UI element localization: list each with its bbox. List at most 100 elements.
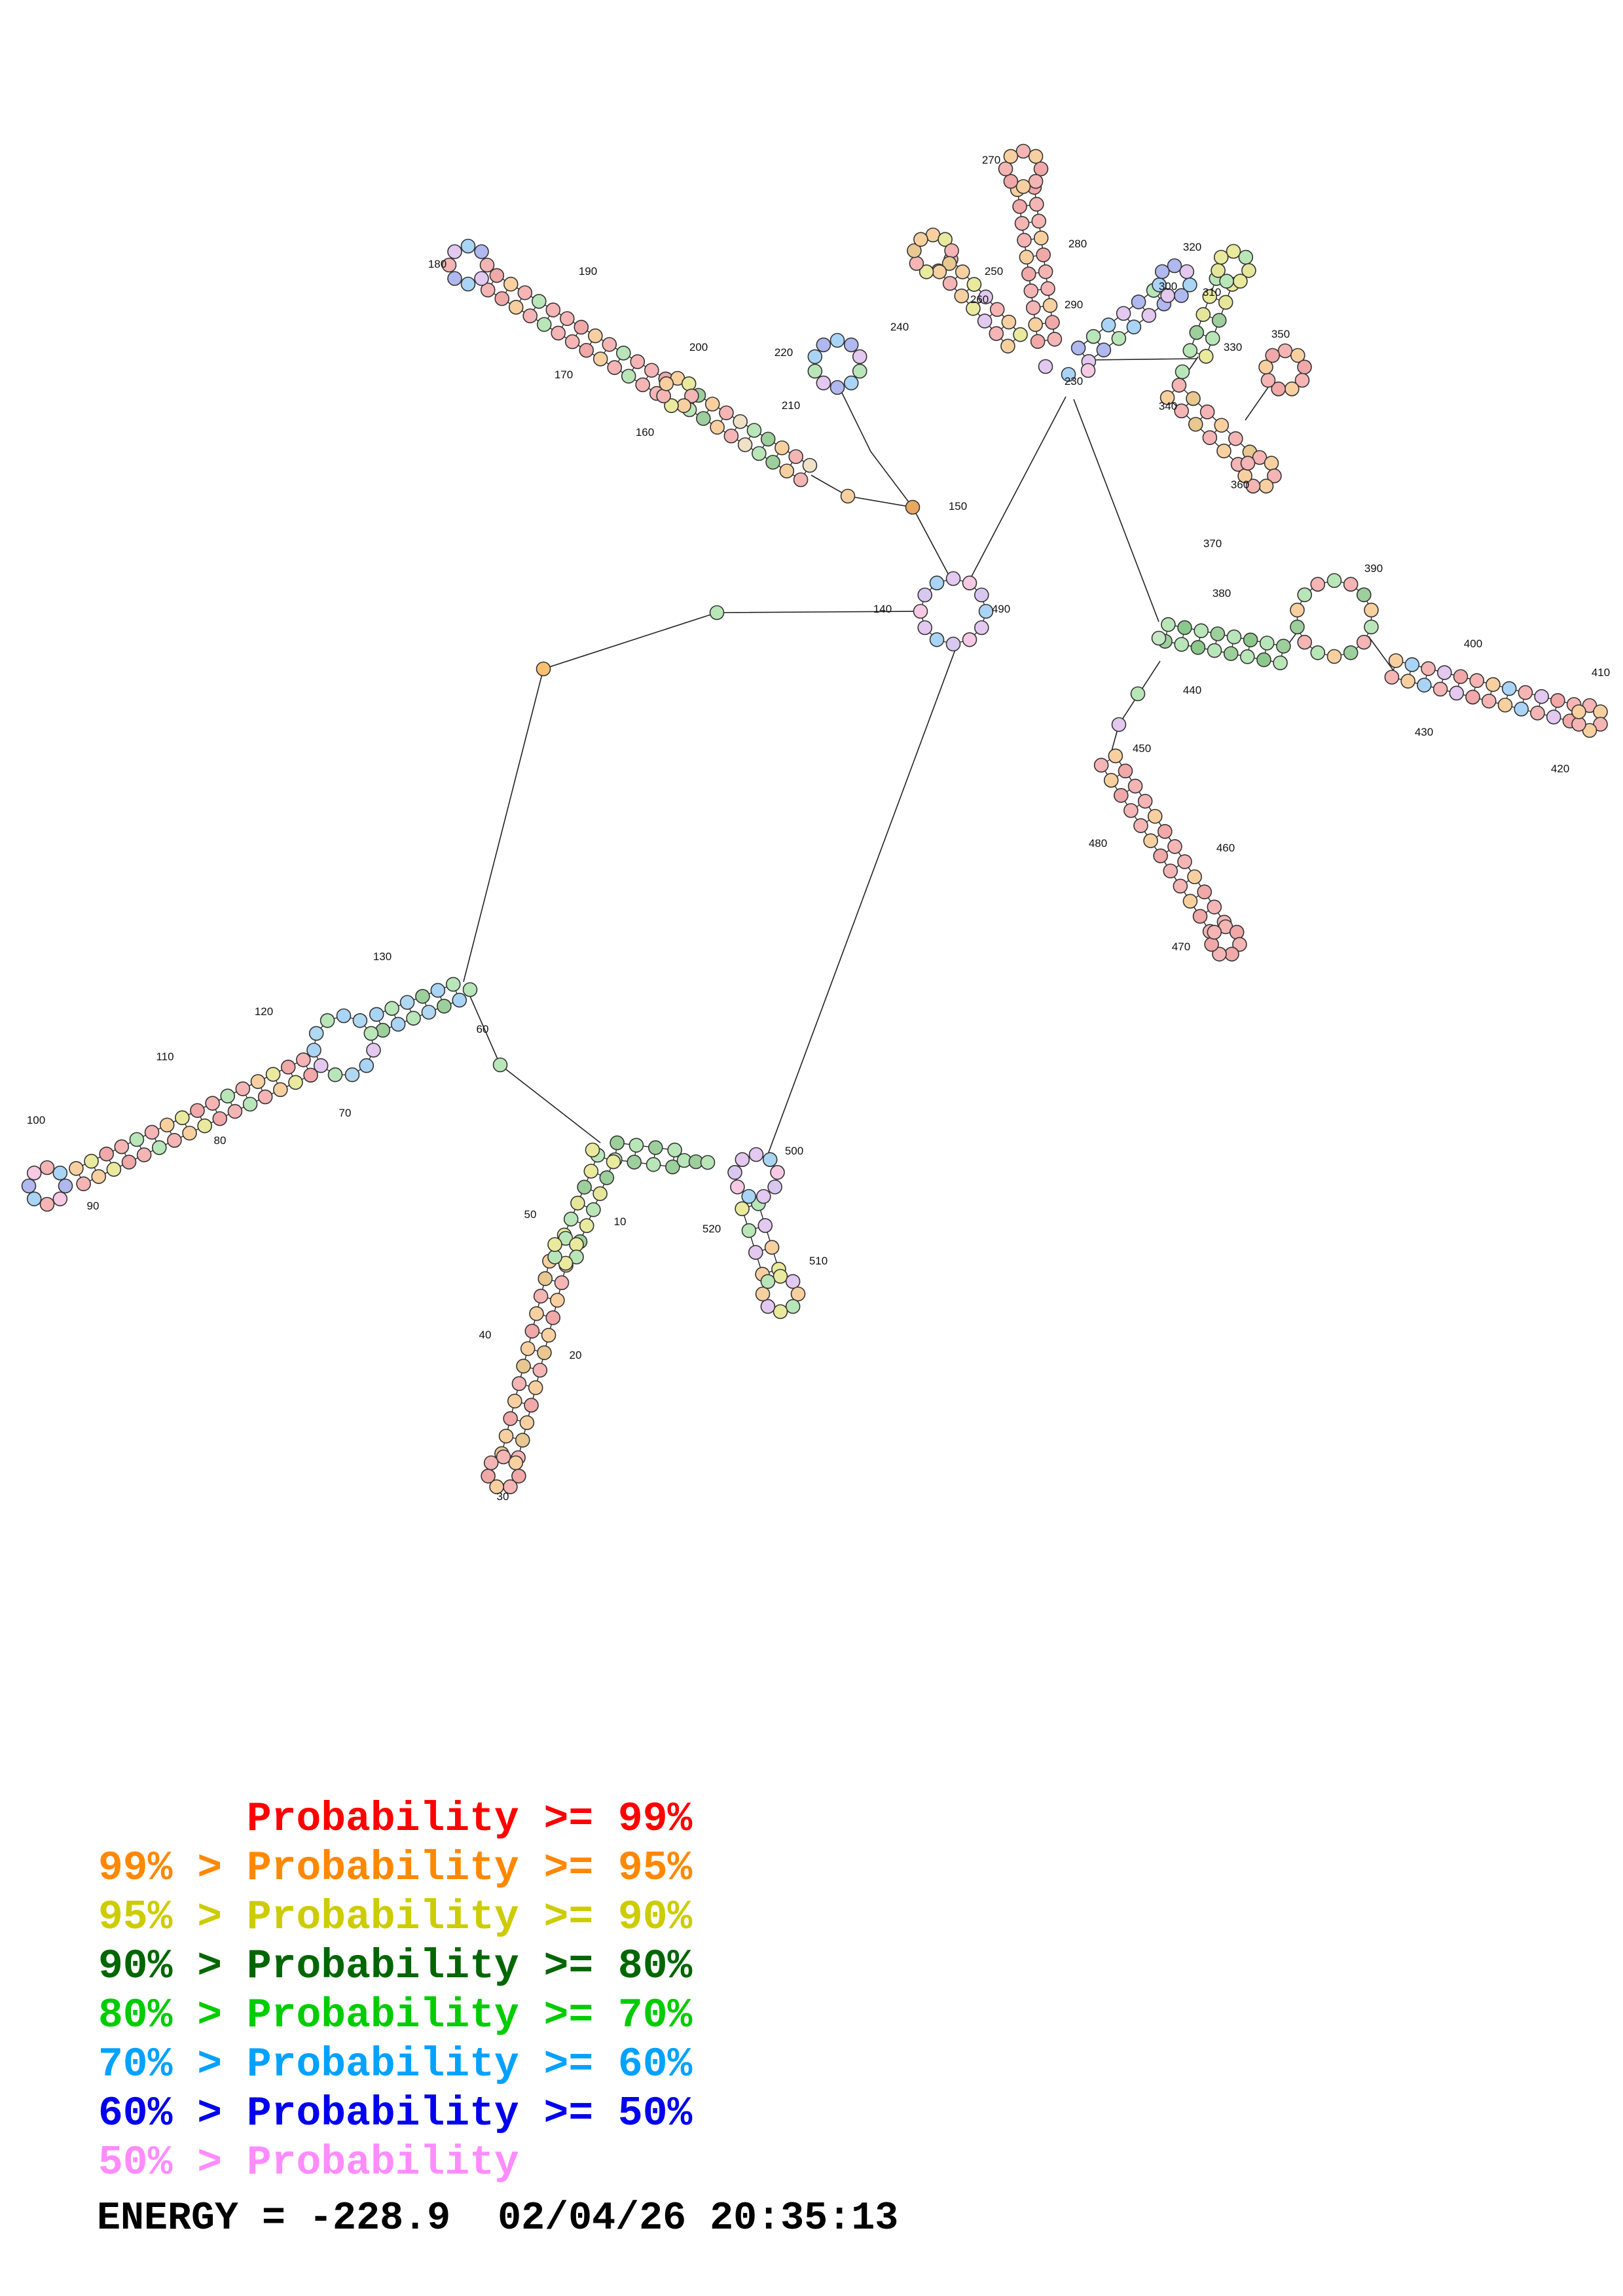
nucleotide <box>1216 443 1231 459</box>
position-label: 500 <box>785 1145 803 1157</box>
position-label: 440 <box>1183 684 1201 696</box>
nucleotide <box>1297 587 1312 603</box>
nucleotide <box>681 376 697 391</box>
nucleotide <box>1546 709 1561 725</box>
position-label: 230 <box>1065 375 1083 387</box>
nucleotide <box>1343 645 1359 660</box>
nucleotide <box>359 1058 374 1073</box>
nucleotide <box>1241 262 1256 278</box>
nucleotide <box>659 376 674 391</box>
nucleotide <box>1432 681 1448 697</box>
nucleotide <box>793 472 809 488</box>
nucleotide <box>1108 748 1123 764</box>
nucleotide <box>1212 946 1227 962</box>
nucleotide <box>1384 670 1400 685</box>
nucleotide <box>1264 456 1279 471</box>
nucleotide <box>1126 319 1142 334</box>
nucleotide <box>489 268 505 283</box>
nucleotide <box>790 1286 806 1302</box>
position-label: 200 <box>689 341 708 353</box>
backbone-line <box>811 475 951 579</box>
nucleotide <box>1025 300 1041 315</box>
nucleotide <box>1103 772 1119 788</box>
nucleotide <box>460 276 476 292</box>
nucleotide <box>445 977 461 992</box>
position-label: 40 <box>479 1329 492 1341</box>
nucleotide <box>1028 173 1044 189</box>
position-label: 330 <box>1224 341 1242 353</box>
nucleotide <box>430 982 446 998</box>
nucleotide <box>369 1007 384 1022</box>
nucleotide <box>913 232 928 247</box>
nucleotide <box>723 428 739 444</box>
nucleotide <box>1182 893 1198 909</box>
nucleotide <box>492 1057 508 1073</box>
nucleotide <box>474 271 489 286</box>
nucleotide <box>748 1245 763 1260</box>
nucleotide <box>437 998 452 1014</box>
nucleotide <box>664 398 679 414</box>
nucleotide <box>1093 757 1109 773</box>
nucleotide <box>1388 653 1404 668</box>
nucleotide <box>480 282 496 298</box>
nucleotide <box>537 1345 552 1361</box>
legend-line-3: 95% > Probability >= 90% <box>98 1894 693 1941</box>
nucleotide <box>945 636 961 652</box>
position-label: 70 <box>339 1107 352 1119</box>
nucleotide <box>929 575 945 591</box>
nucleotide <box>830 332 845 348</box>
nucleotide <box>545 302 561 317</box>
nucleotide <box>1417 677 1432 693</box>
nucleotide <box>313 1058 329 1073</box>
nucleotide <box>447 271 462 286</box>
nucleotide <box>1256 652 1271 668</box>
nucleotide <box>235 1081 251 1096</box>
nucleotide <box>1000 338 1015 354</box>
strand-line <box>741 1208 763 1275</box>
position-label: 130 <box>373 950 392 963</box>
legend-line-6: 70% > Probability >= 60% <box>98 2041 693 2088</box>
nucleotide <box>1265 348 1280 363</box>
position-label: 60 <box>477 1023 489 1035</box>
nucleotide <box>1240 649 1255 664</box>
nucleotide <box>1038 359 1053 374</box>
nucleotide <box>974 620 989 636</box>
nucleotide <box>1202 289 1218 304</box>
nucleotide <box>719 405 734 421</box>
nucleotide <box>1290 602 1305 618</box>
nucleotide <box>52 1165 68 1181</box>
backbone-line <box>1089 358 1197 361</box>
nucleotide <box>730 1179 745 1194</box>
probability-legend: Probability >= 99%99% > Probability >= 9… <box>98 1795 692 2187</box>
nucleotide <box>1163 863 1178 879</box>
nucleotide <box>1070 340 1086 355</box>
nucleotide <box>629 1138 644 1153</box>
nucleotide <box>1111 717 1127 732</box>
nucleotide <box>917 620 932 636</box>
nucleotide <box>1571 717 1586 732</box>
nucleotide <box>1151 630 1167 646</box>
nucleotide <box>909 256 924 271</box>
nucleotide <box>1021 266 1036 281</box>
legend-line-1: Probability >= 99% <box>98 1796 693 1842</box>
nucleotide <box>519 1415 535 1430</box>
strand-line <box>615 1159 673 1168</box>
nucleotide <box>962 632 977 647</box>
nucleotide <box>1194 623 1209 638</box>
nucleotide <box>511 1469 526 1484</box>
nucleotide <box>99 1146 114 1162</box>
nucleotide <box>1224 946 1239 962</box>
nucleotide <box>1232 937 1247 952</box>
nucleotide <box>167 1133 182 1148</box>
nucleotide <box>752 446 767 461</box>
nucleotide <box>1158 824 1173 839</box>
nucleotide <box>816 337 831 353</box>
nucleotide <box>363 1026 379 1041</box>
nucleotide <box>1207 643 1222 658</box>
nucleotide <box>536 661 551 677</box>
nucleotide <box>840 488 856 504</box>
nucleotide <box>227 1103 243 1119</box>
nucleotide <box>1101 317 1116 332</box>
strand-line <box>757 1203 780 1270</box>
nucleotide <box>1188 416 1203 432</box>
